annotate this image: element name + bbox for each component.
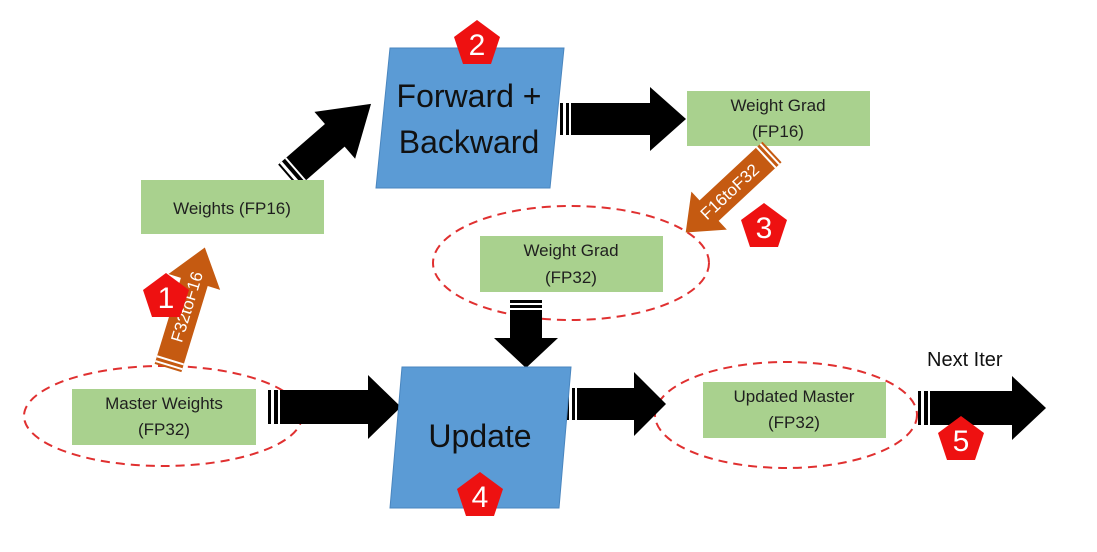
master-weights-label-line2: (FP32) — [138, 420, 190, 439]
weight-grad-fp16-label-line2: (FP16) — [752, 122, 804, 141]
updated-master-label-line2: (FP32) — [768, 413, 820, 432]
master-weights-label-line1: Master Weights — [105, 394, 223, 413]
next-iter-label: Next Iter — [927, 349, 1003, 371]
step-badge-3-label: 3 — [756, 212, 773, 245]
step-badge-2-label: 2 — [469, 29, 486, 62]
weight-grad-fp32-box — [480, 236, 663, 292]
weight-grad-fp16-label-line1: Weight Grad — [730, 96, 825, 115]
step-badge-2: 2 — [454, 20, 500, 64]
step-badge-4-label: 4 — [472, 481, 489, 514]
weight-grad-fp32-label-line1: Weight Grad — [523, 241, 618, 260]
arrow-master-to-update — [268, 375, 401, 439]
forward-backward-label-line1: Forward + — [397, 78, 542, 114]
arrow-grad-to-update — [494, 300, 558, 368]
step-badge-1-label: 1 — [158, 282, 175, 315]
weight-grad-fp32-ellipse — [432, 205, 710, 321]
arrow-update-to-updated-master — [566, 372, 666, 436]
step-badge-5: 5 — [938, 416, 984, 460]
weights-fp16-box — [141, 180, 324, 234]
updated-master-label-line1: Updated Master — [734, 387, 855, 406]
step-badge-3: 3 — [741, 203, 787, 247]
weight-grad-fp32-label-line2: (FP32) — [545, 268, 597, 287]
update-process — [389, 366, 572, 509]
step-badge-4: 4 — [457, 472, 503, 516]
update-label: Update — [428, 418, 531, 454]
forward-backward-process — [375, 47, 565, 189]
step-badge-5-label: 5 — [953, 425, 970, 458]
weight-grad-fp16-box — [687, 91, 870, 146]
master-weights-box — [72, 389, 256, 445]
arrow-weights-to-forward — [278, 103, 372, 188]
forward-backward-label-line2: Backward — [399, 124, 540, 160]
step-badge-1: 1 — [143, 273, 189, 317]
updated-master-box — [703, 382, 886, 438]
weights-fp16-label: Weights (FP16) — [173, 199, 291, 218]
arrow-next-iter — [918, 376, 1046, 440]
arrow-forward-to-weight-grad — [560, 87, 686, 151]
